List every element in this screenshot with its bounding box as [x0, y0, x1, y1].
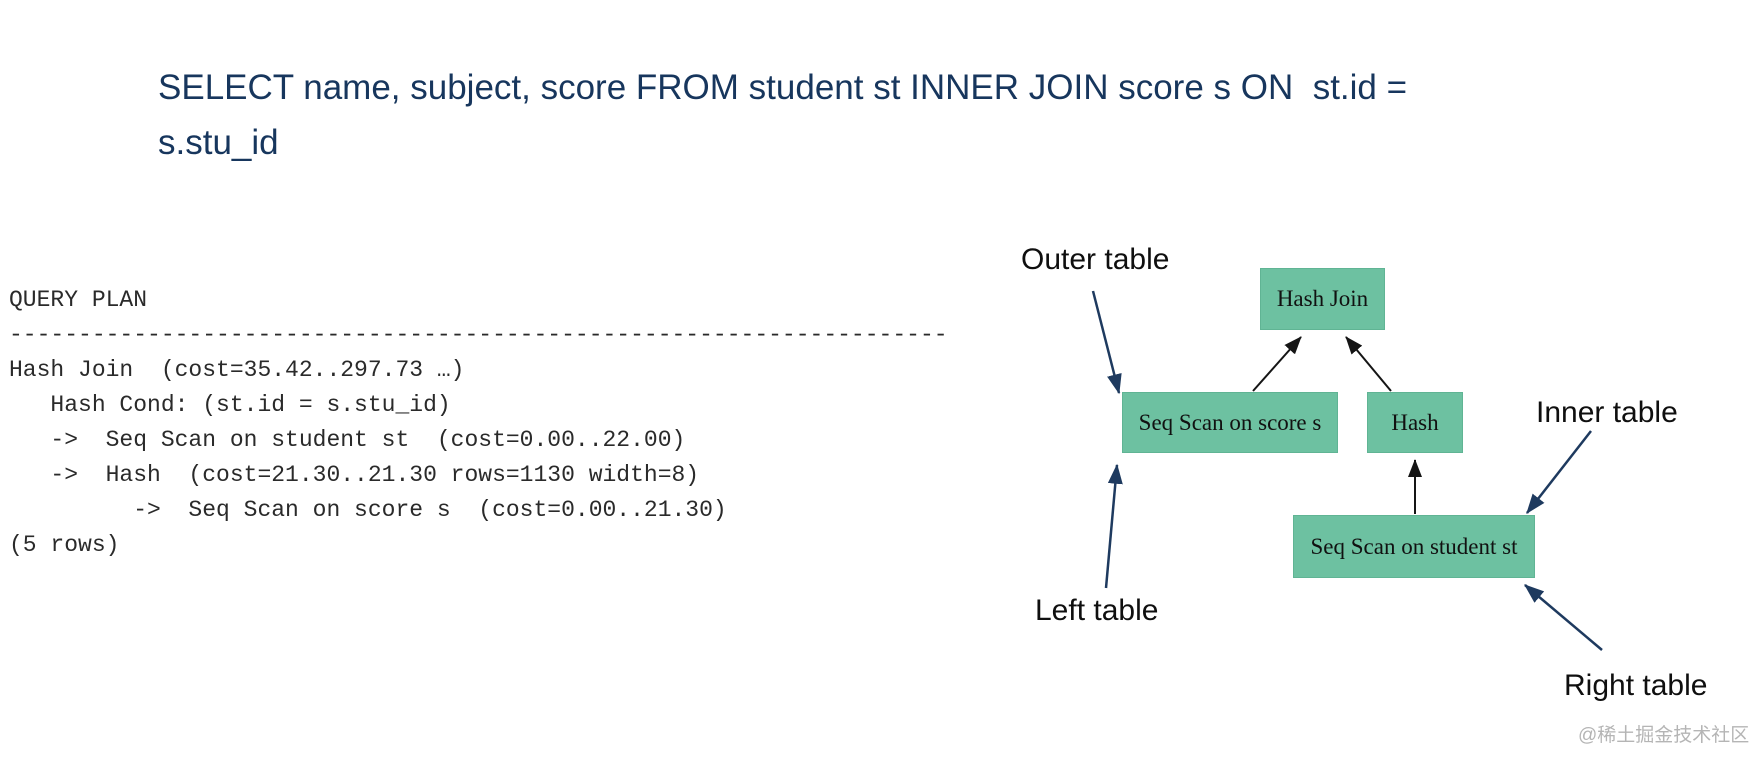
watermark: @稀土掘金技术社区: [1578, 725, 1750, 746]
label-right-table: Right table: [1564, 669, 1708, 702]
query-plan-seq-score: -> Seq Scan on score s (cost=0.00..21.30…: [9, 497, 727, 523]
arrow-left-table-callout: [1104, 463, 1123, 589]
sql-query-heading: SELECT name, subject, score FROM student…: [158, 60, 1407, 170]
query-plan-row-count: (5 rows): [9, 532, 120, 558]
sql-query-line-2: s.stu_id: [158, 123, 279, 162]
query-plan-output: QUERY PLAN -----------------------------…: [9, 283, 948, 563]
query-plan-hash: -> Hash (cost=21.30..21.30 rows=1130 wid…: [9, 462, 700, 488]
node-seq-scan-score: Seq Scan on score s: [1122, 392, 1338, 453]
label-left-table: Left table: [1035, 594, 1159, 627]
arrow-right-table-callout: [1524, 584, 1603, 651]
arrow-score-to-hashjoin: [1252, 336, 1302, 392]
query-plan-seq-student: -> Seq Scan on student st (cost=0.00..22…: [9, 427, 686, 453]
arrow-hash-to-hashjoin: [1345, 336, 1392, 392]
node-hash: Hash: [1367, 392, 1463, 453]
label-outer-table: Outer table: [1021, 243, 1170, 276]
query-plan-divider: ----------------------------------------…: [9, 322, 948, 348]
node-hash-join: Hash Join: [1260, 268, 1385, 330]
arrow-outer-table-callout: [1091, 290, 1122, 395]
query-plan-header: QUERY PLAN: [9, 287, 148, 313]
query-plan-hash-join: Hash Join (cost=35.42..297.73 …): [9, 357, 465, 383]
sql-query-line-1: SELECT name, subject, score FROM student…: [158, 68, 1408, 107]
node-seq-scan-student: Seq Scan on student st: [1293, 515, 1535, 578]
query-plan-hash-cond: Hash Cond: (st.id = s.stu_id): [9, 392, 451, 418]
arrow-inner-table-callout: [1526, 430, 1592, 514]
label-inner-table: Inner table: [1536, 396, 1678, 429]
